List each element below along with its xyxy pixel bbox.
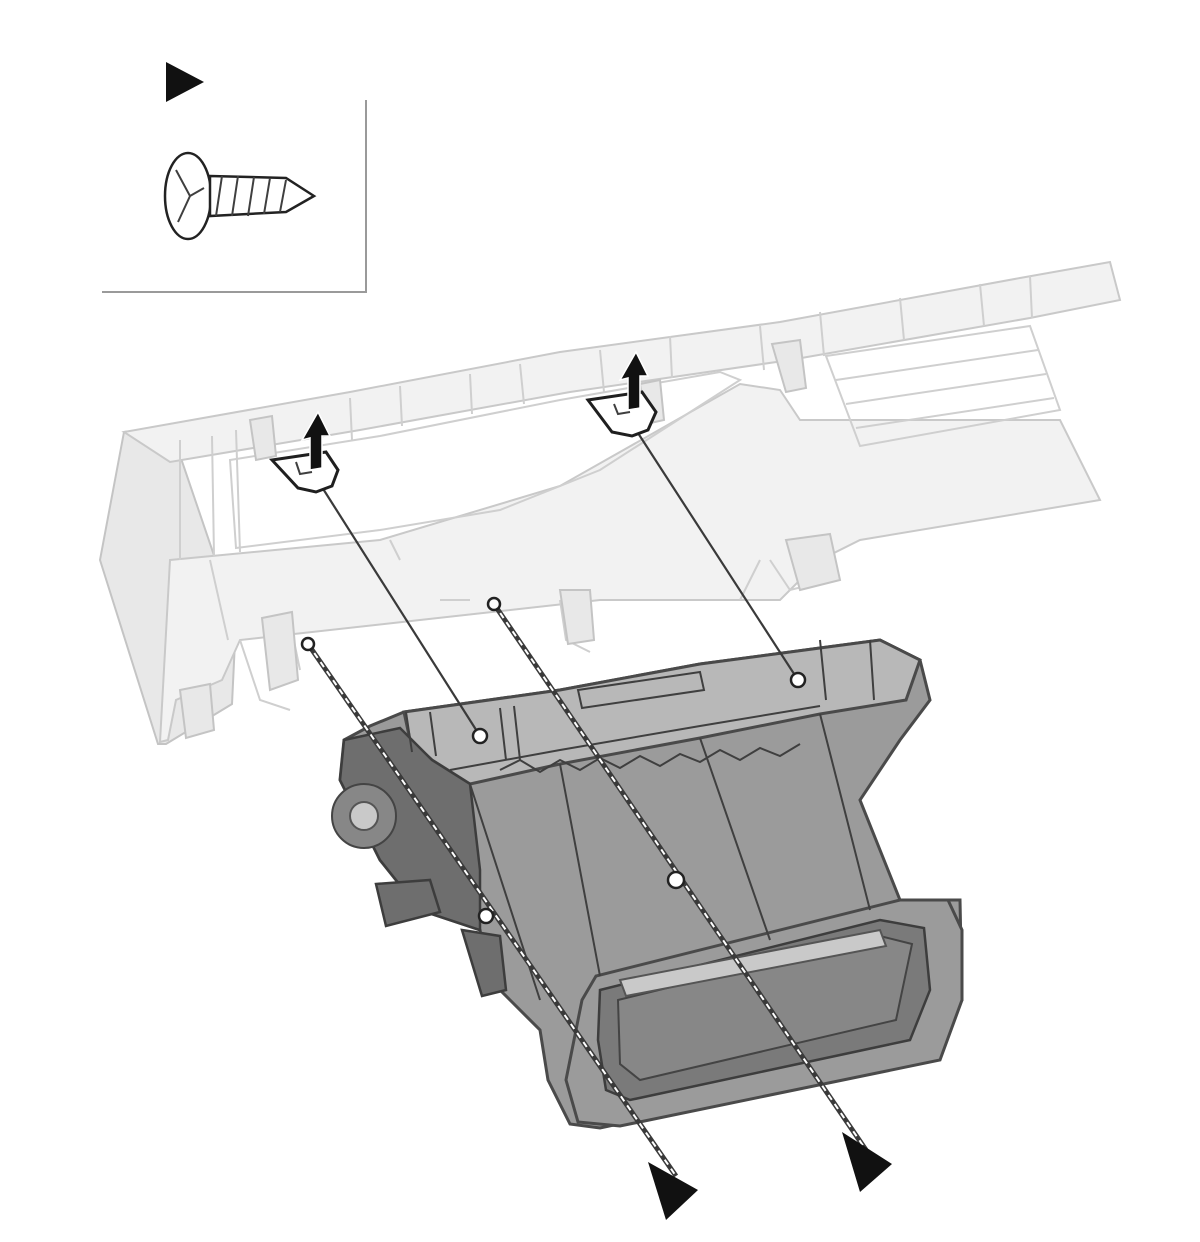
panel-right-grille <box>824 324 1062 448</box>
screw-hole-right-top <box>486 596 502 612</box>
panel-top-rail <box>121 260 1122 464</box>
duct-outlet-vane <box>618 928 888 998</box>
duct-motor-hub <box>349 801 379 831</box>
legend <box>102 62 367 293</box>
arrow-up-icon <box>300 410 332 471</box>
screw-icon <box>163 151 317 241</box>
screw-point-left <box>477 907 495 925</box>
dashboard-panel <box>98 260 1122 745</box>
clip-hole-duct-left <box>471 727 489 745</box>
duct-details <box>405 639 875 1001</box>
panel-inner-cutout <box>228 370 743 550</box>
clip-lines <box>319 429 807 745</box>
arrow-up-icon <box>618 350 650 411</box>
screw-guide-lines <box>300 596 869 1178</box>
clip-hole-duct-right <box>789 671 807 689</box>
duct-bracket <box>374 878 508 998</box>
clip-line-left <box>319 483 481 737</box>
screw-point-right <box>666 870 686 890</box>
clip-right <box>585 350 658 438</box>
pointer-triangle-icon <box>648 1162 698 1220</box>
screw-hole-left-top <box>300 636 316 652</box>
legend-box-border <box>102 100 367 293</box>
clip-left <box>268 410 340 494</box>
clip-line-right <box>635 429 799 681</box>
air-vent-duct <box>331 638 964 1130</box>
pointer-triangle-icon <box>166 62 204 102</box>
pointer-triangle-icon <box>842 1132 892 1192</box>
panel-clip-tabs <box>178 338 842 740</box>
